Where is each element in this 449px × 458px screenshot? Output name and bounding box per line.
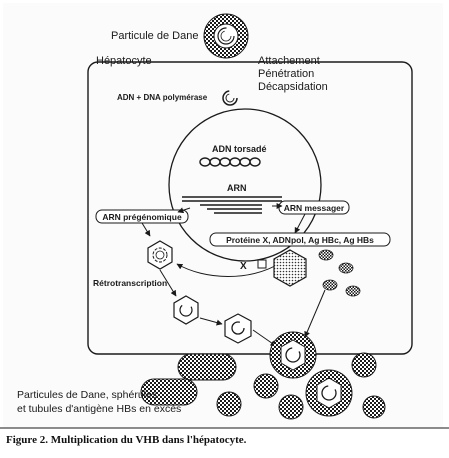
arrow-stage3 [252, 329, 277, 347]
hbs-tubule-1 [177, 353, 237, 381]
supercoiled-dna-icon [199, 157, 261, 167]
label-arn: ARN [227, 183, 247, 193]
circular-dna-icon [222, 90, 238, 106]
hepatocyte-cell-outline [87, 61, 413, 355]
label-dane-particle: Particule de Dane [111, 30, 198, 42]
box-arn-messager: ARN messager [278, 200, 350, 215]
arrow-to-capsid [141, 222, 151, 237]
capsid-stage-3 [224, 313, 252, 344]
label-hepatocyte: Hépatocyte [96, 55, 152, 67]
label-adn-torsade: ADN torsadé [212, 144, 267, 154]
nucleus-outline [168, 108, 322, 262]
label-proteins: Protéine X, ADNpol, Ag HBc, Ag HBs [226, 235, 374, 245]
arrow-stage1 [159, 269, 177, 297]
hbs-sphere [351, 352, 377, 378]
hbs-sphere [278, 394, 304, 420]
small-square-marker [257, 259, 267, 269]
arrow-core-to-capsid [176, 261, 283, 277]
box-arn-pregenomique: ARN prégénomique [95, 209, 189, 224]
capsid-stage-2 [173, 295, 199, 325]
extracellular-particles [140, 352, 386, 420]
hbs-sphere [362, 395, 386, 419]
hbs-tubule-2 [140, 378, 198, 406]
label-excess-line2: et tubules d'antigène HBs en excès [17, 403, 181, 415]
label-decapsidation: Décapsidation [258, 81, 328, 93]
hbs-sphere [216, 391, 242, 417]
label-penetration: Pénétration [258, 68, 314, 80]
box-proteins: Protéine X, ADNpol, Ag HBc, Ag HBs [209, 232, 391, 247]
hbs-particles-cell [318, 249, 361, 297]
figure-caption: Figure 2. Multiplication du VHB dans l'h… [6, 434, 247, 446]
label-excess-line1: Particules de Dane, sphérules [17, 389, 157, 401]
arrow-to-pregenomic [177, 207, 191, 214]
dane-particle-released [305, 369, 353, 417]
dane-particle-budding [269, 331, 317, 379]
label-arn-pregenomique: ARN prégénomique [102, 212, 182, 222]
label-adn-dna-polymerase: ADN + DNA polymérase [117, 93, 208, 102]
arrow-stage2 [199, 317, 223, 326]
label-x: X [240, 261, 247, 272]
arrow-to-proteins [294, 213, 306, 234]
label-arn-messager: ARN messager [284, 203, 345, 213]
arrow-envelope [304, 289, 326, 338]
hbs-sphere [253, 373, 279, 399]
core-protein-hexagon [273, 249, 307, 287]
rna-transcripts-icon [182, 196, 282, 214]
label-retrotranscription: Rétrotranscription [93, 278, 167, 288]
dane-particle-top [203, 13, 249, 59]
capsid-pregenomic [147, 240, 173, 270]
label-attachment: Attachement [258, 55, 320, 67]
